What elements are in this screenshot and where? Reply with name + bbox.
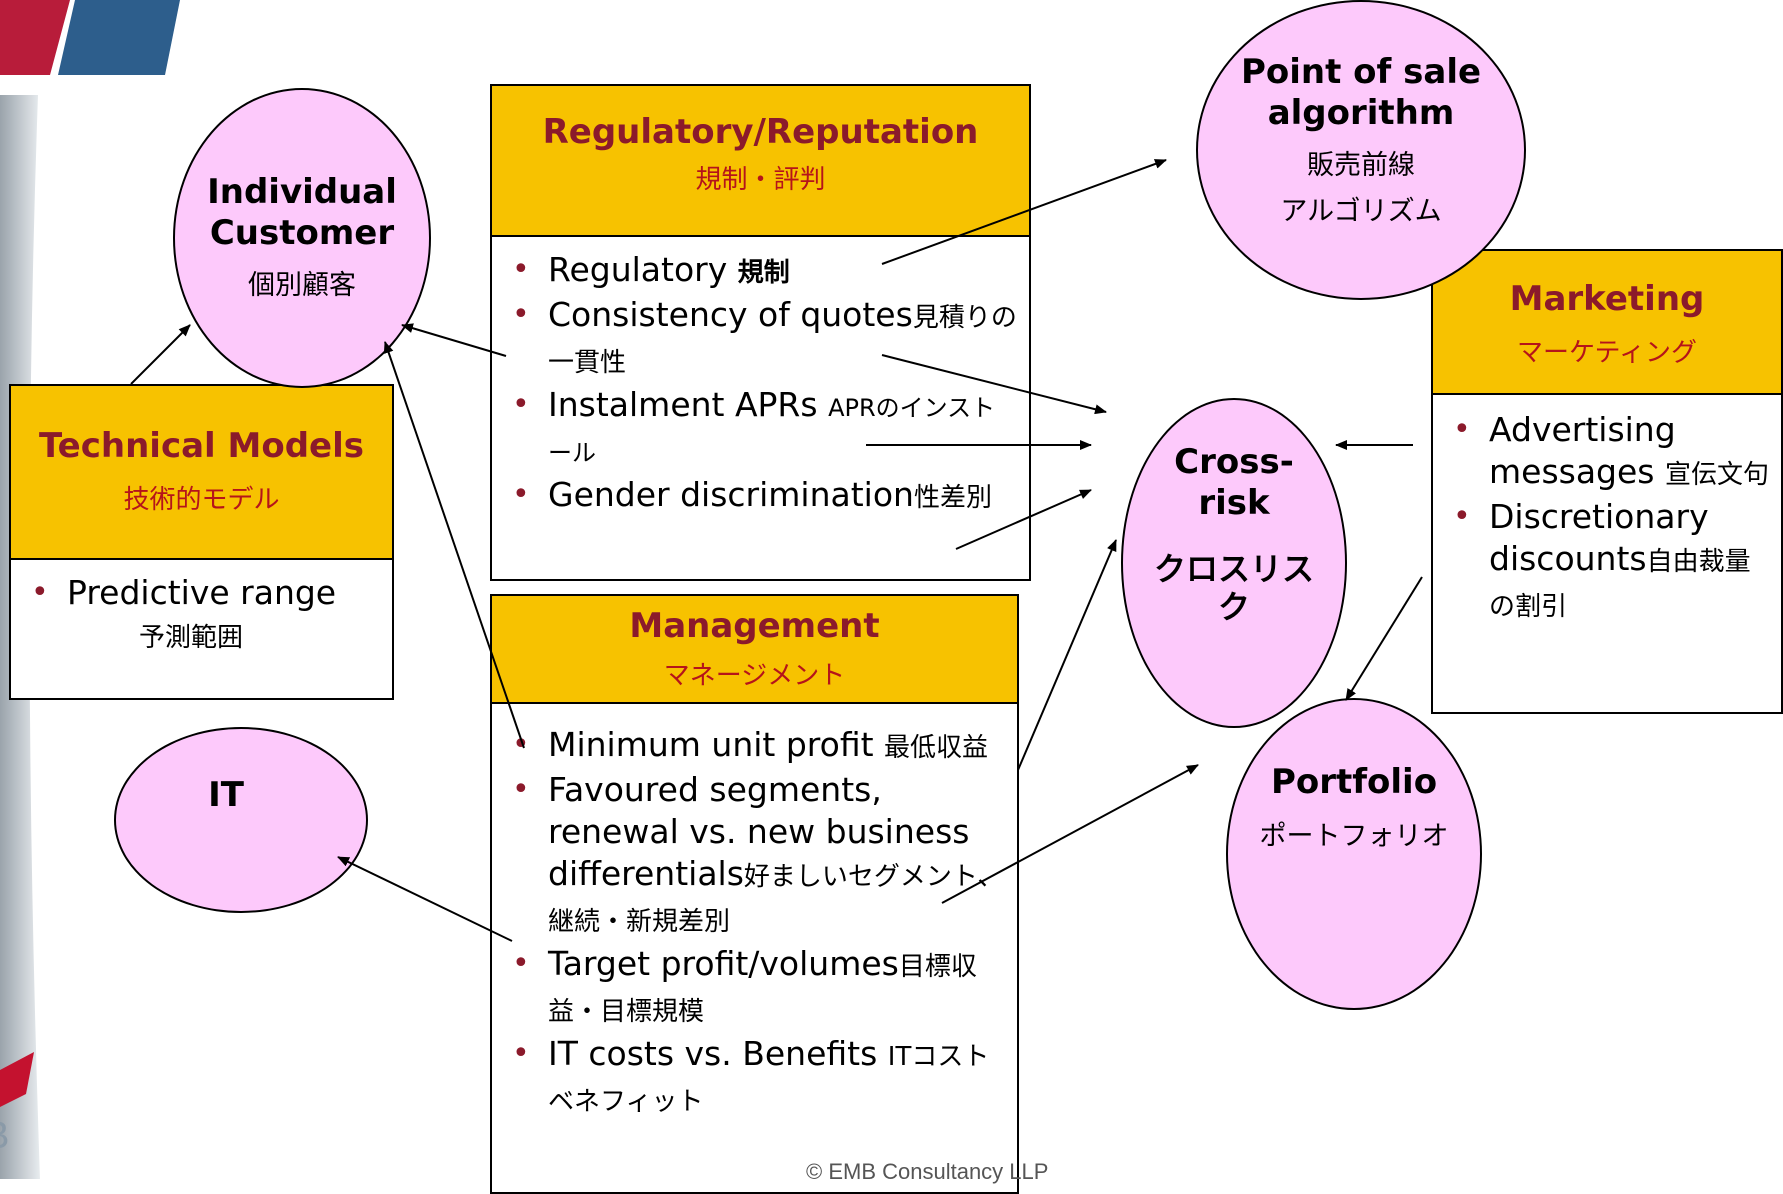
portfolio-circle: Portfolio ポートフォリオ <box>1226 698 1482 1010</box>
individual-customer-subtitle: 個別顧客 <box>248 269 356 301</box>
point-of-sale-title: Point of sale algorithm <box>1240 52 1482 133</box>
technical-subtitle: 技術的モデル <box>123 484 280 515</box>
technical-title: Technical Models <box>38 426 365 466</box>
point-of-sale-subtitle-2: アルゴリズム <box>1280 196 1442 228</box>
header-stripes <box>0 0 180 75</box>
marketing-subtitle: マーケティング <box>1517 337 1697 368</box>
portfolio-title: Portfolio <box>1270 762 1438 802</box>
point-of-sale-circle: Point of sale algorithm 販売前線 アルゴリズム <box>1196 0 1526 300</box>
it-title: IT <box>208 775 244 815</box>
list-item: Minimum unit profit 最低収益 <box>492 724 1009 769</box>
management-subtitle: マネージメント <box>663 660 846 691</box>
portfolio-subtitle: ポートフォリオ <box>1259 820 1449 852</box>
list-item: Regulatory 規制 <box>492 249 1019 294</box>
regulatory-header: Regulatory/Reputation 規制・評判 <box>492 86 1029 237</box>
management-box: Management マネージメント Minimum unit profit 最… <box>490 594 1019 1194</box>
individual-customer-circle: Individual Customer 個別顧客 <box>173 88 431 388</box>
list-item: Gender discrimination性差別 <box>492 474 1019 519</box>
logo-text: B <box>0 1116 36 1156</box>
regulatory-title: Regulatory/Reputation <box>542 112 979 152</box>
individual-customer-title: Individual Customer <box>207 172 397 253</box>
arrow-technical-to-customer <box>130 324 191 385</box>
list-item: Consistency of quotes見積りの一貫性 <box>492 294 1019 384</box>
marketing-header: Marketing マーケティング <box>1433 251 1781 395</box>
cross-risk-subtitle: クロスリスク <box>1153 549 1314 626</box>
copyright-footer: © EMB Consultancy LLP <box>806 1159 1049 1184</box>
technical-header: Technical Models 技術的モデル <box>11 386 392 560</box>
it-circle: IT <box>114 727 368 913</box>
list-item: Instalment APRs APRのインストール <box>492 384 1019 474</box>
arrow-management-to-it <box>337 856 513 942</box>
management-title: Management <box>629 606 880 646</box>
marketing-box: Marketing マーケティング Advertising messages 宣… <box>1431 249 1783 714</box>
list-item: Target profit/volumes目標収益・目標規模 <box>492 943 1009 1033</box>
marketing-list: Advertising messages 宣伝文句 Discretionary … <box>1433 409 1781 628</box>
list-item: IT costs vs. Benefits ITコストベネフィット <box>492 1033 1009 1123</box>
list-item: Advertising messages 宣伝文句 <box>1433 409 1771 496</box>
emb-logo: B <box>0 1052 36 1179</box>
cross-risk-circle: Cross-risk クロスリスク <box>1121 398 1347 728</box>
management-list: Minimum unit profit 最低収益 Favoured segmen… <box>492 724 1017 1123</box>
marketing-title: Marketing <box>1509 279 1705 319</box>
management-header: Management マネージメント <box>492 596 1017 704</box>
arrow-marketing-to-portfolio <box>1345 576 1423 701</box>
regulatory-box: Regulatory/Reputation 規制・評判 Regulatory 規… <box>490 84 1031 581</box>
point-of-sale-subtitle-1: 販売前線 <box>1307 149 1415 181</box>
regulatory-list: Regulatory 規制 Consistency of quotes見積りの一… <box>492 249 1029 519</box>
technical-models-box: Technical Models 技術的モデル Predictive range… <box>9 384 394 700</box>
logo-mark-icon <box>0 1052 34 1107</box>
arrow-management-to-crossrisk <box>1017 539 1117 771</box>
list-item: Favoured segments, renewal vs. new busin… <box>492 769 1009 943</box>
list-item: Discretionary discounts自由裁量の割引 <box>1433 496 1771 628</box>
regulatory-subtitle: 規制・評判 <box>695 164 826 195</box>
cross-risk-title: Cross-risk <box>1174 442 1294 523</box>
